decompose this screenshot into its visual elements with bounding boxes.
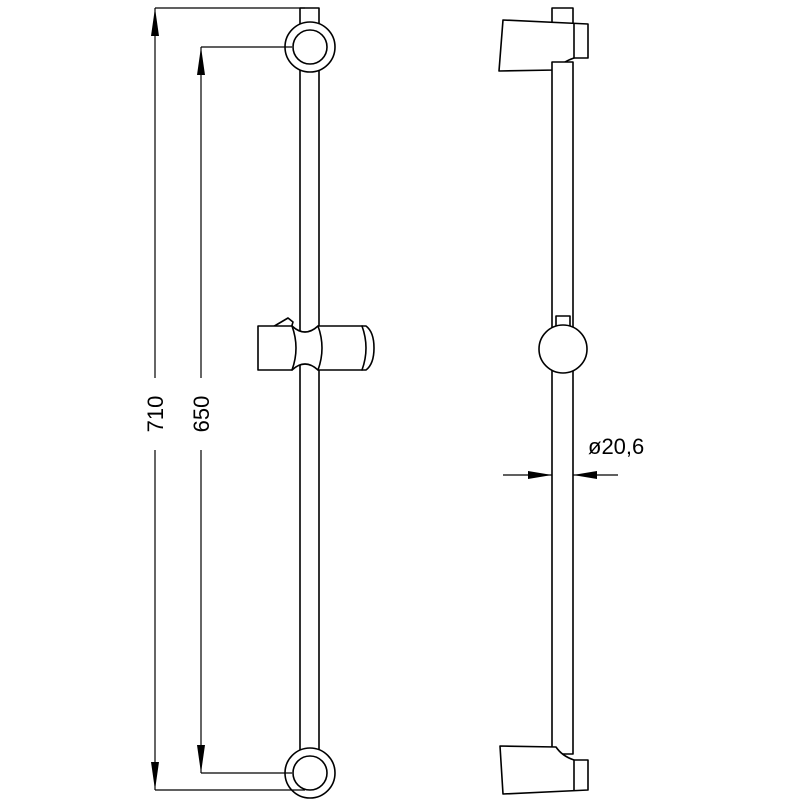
side-bottom-bracket <box>499 745 589 795</box>
side-slider-knob <box>538 315 588 374</box>
dim-label-diameter: ø20,6 <box>588 434 644 459</box>
dimension-total-length: 710 <box>143 7 305 791</box>
dimension-bar-diameter: ø20,6 <box>503 434 644 479</box>
front-view: 710 650 <box>143 7 375 799</box>
front-bottom-bracket <box>284 747 336 799</box>
front-top-bracket <box>284 21 336 73</box>
front-slider-holder <box>257 317 375 371</box>
side-bar <box>551 61 574 755</box>
side-view: ø20,6 <box>498 7 644 795</box>
dim-label-650: 650 <box>189 396 214 433</box>
dimension-hole-spacing: 650 <box>189 46 292 774</box>
front-bar <box>299 63 320 755</box>
dim-label-710: 710 <box>143 396 168 433</box>
